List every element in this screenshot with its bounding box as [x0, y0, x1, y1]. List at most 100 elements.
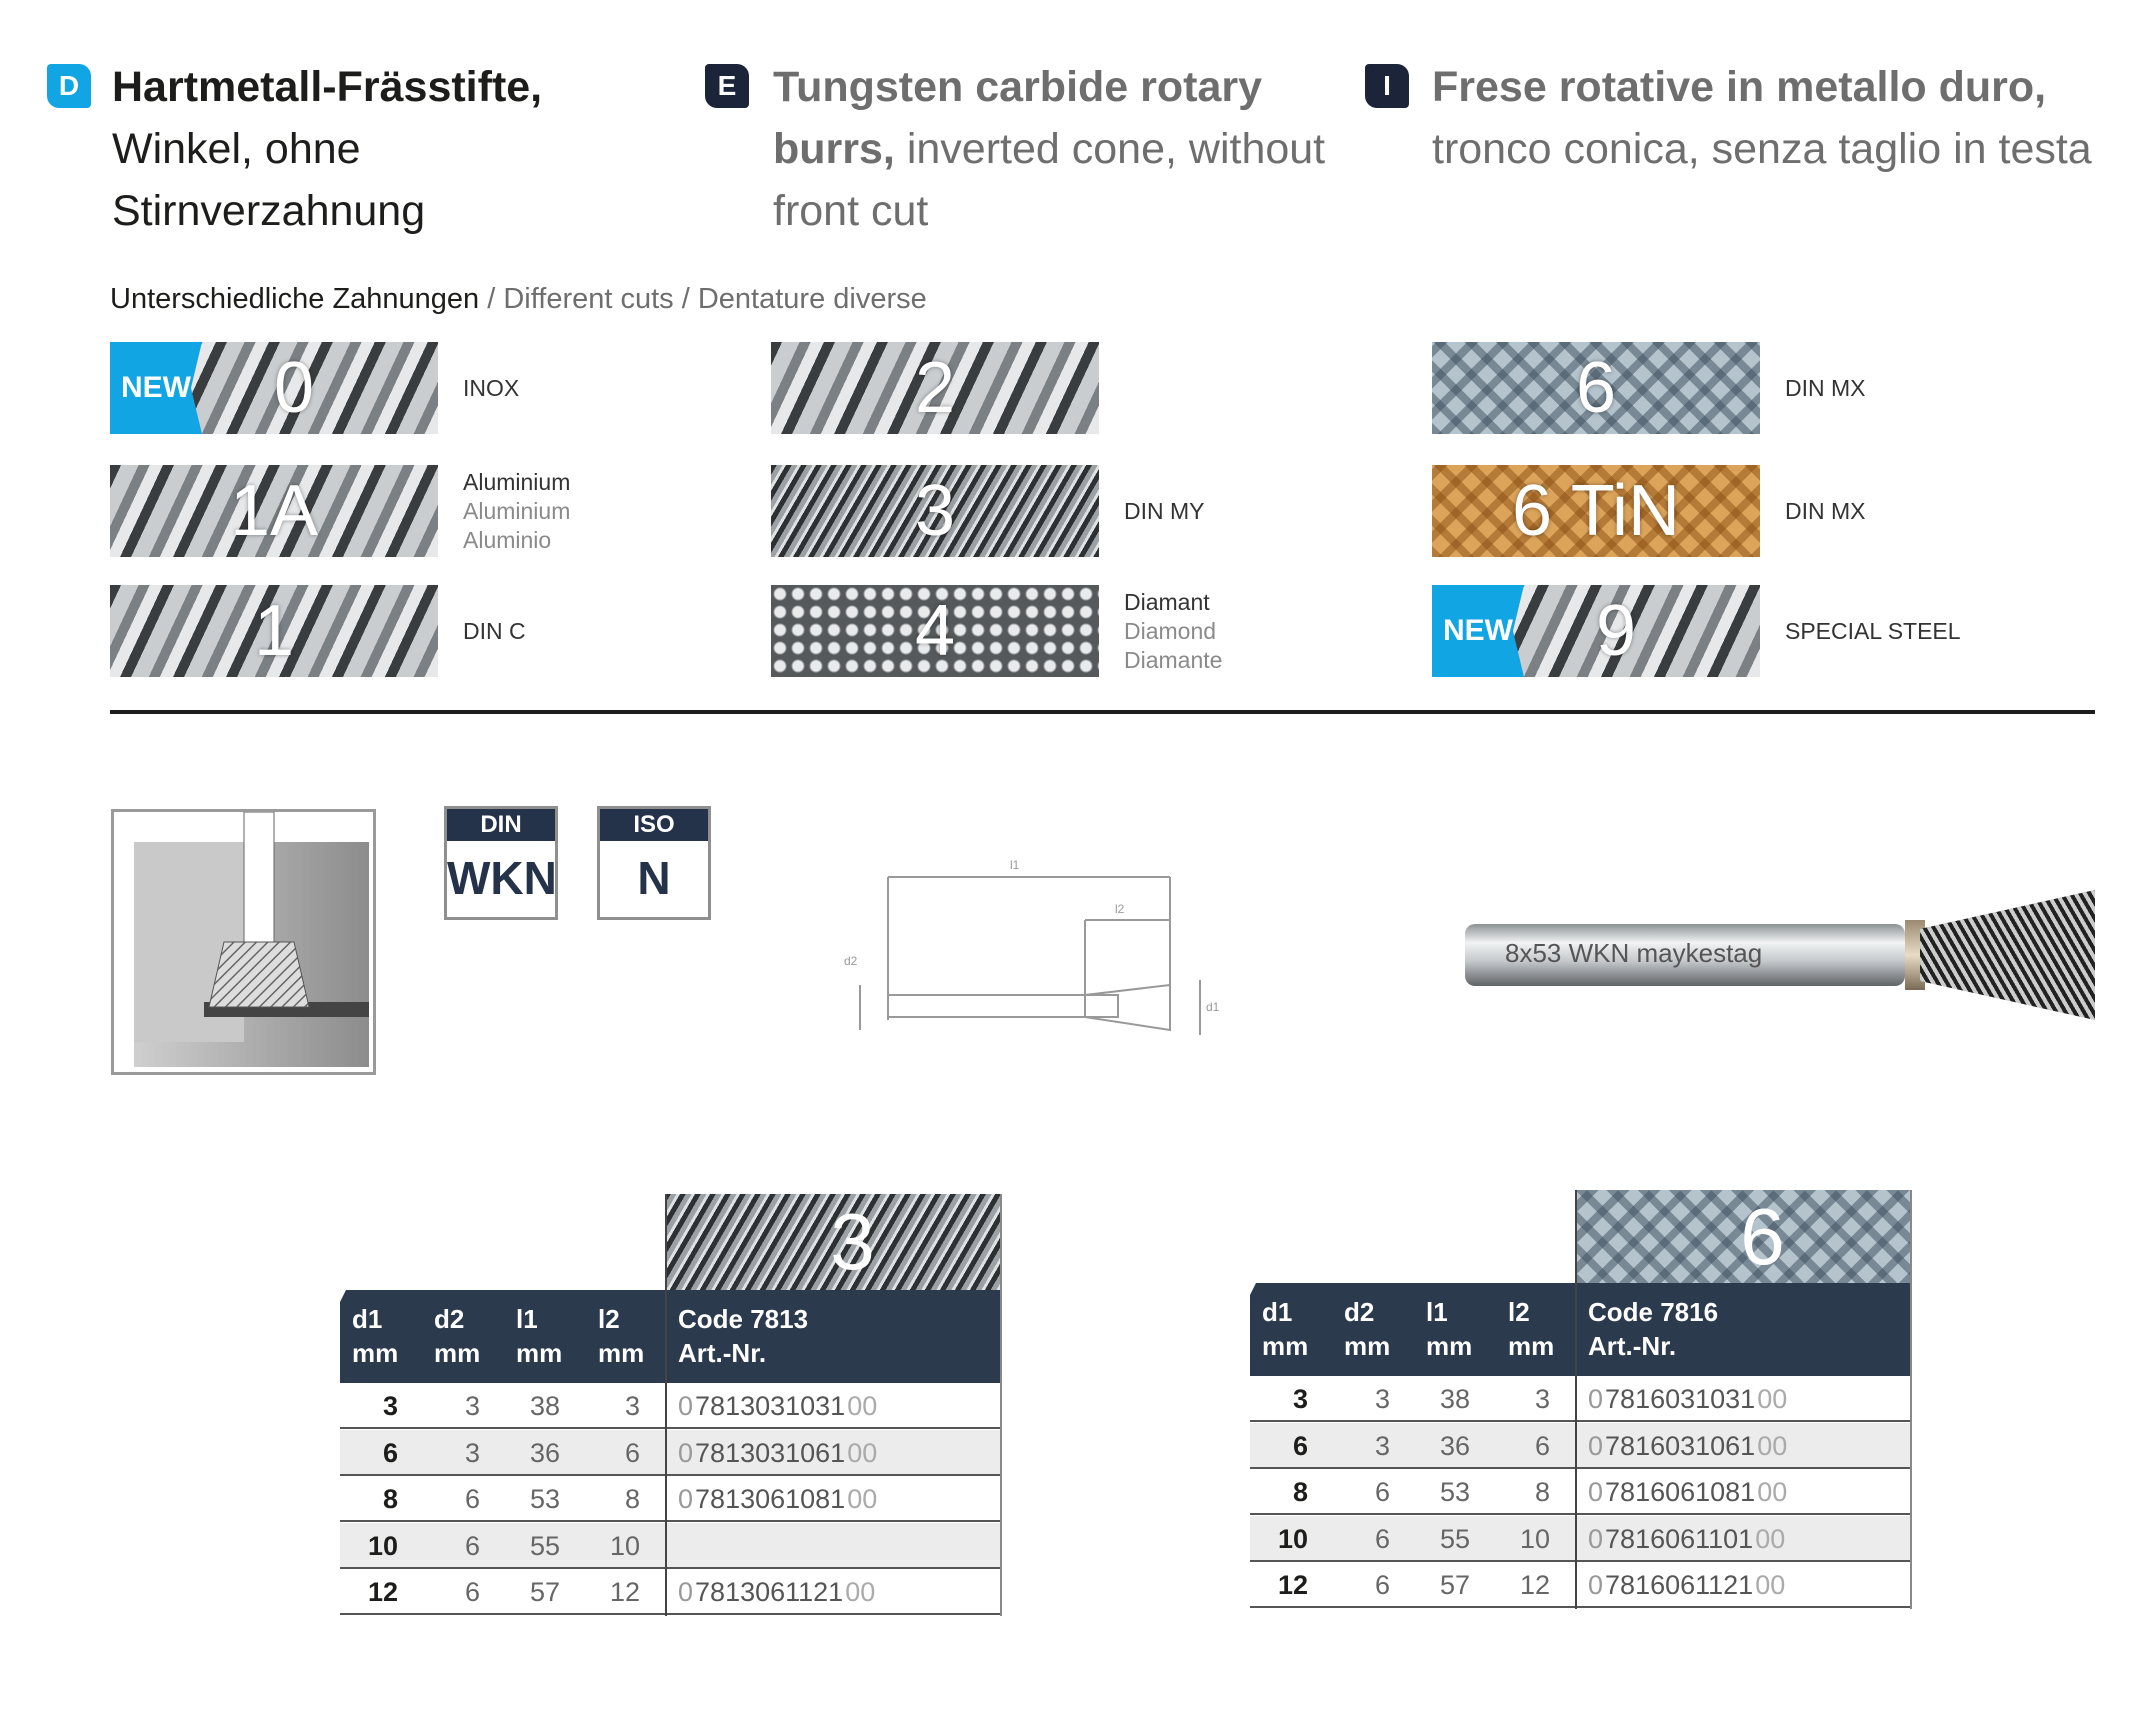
art-prefix: 0	[678, 1437, 694, 1468]
cut-label-line: DIN MX	[1785, 497, 1866, 524]
cut-label-line: INOX	[463, 374, 520, 401]
cut-label-line: Aluminium	[463, 497, 571, 524]
cell-l2: 3	[1534, 1384, 1550, 1414]
cell-l2: 3	[624, 1391, 640, 1421]
cell-l1: 55	[529, 1530, 560, 1561]
cell-l1: 36	[1439, 1430, 1470, 1461]
cell-d1: 8	[1292, 1477, 1308, 1507]
art-suffix: 00	[1757, 1477, 1788, 1507]
column-name: l2	[1508, 1297, 1530, 1327]
art-number: 7813061081	[695, 1484, 846, 1514]
cell-d1: 3	[382, 1391, 398, 1421]
cell-d2: 3	[464, 1437, 480, 1468]
art-number: 7816031061	[1605, 1430, 1756, 1461]
column-unit: mm	[516, 1338, 563, 1368]
cell-d1: 12	[1277, 1570, 1308, 1600]
heading-de: Hartmetall-Frässtifte,Winkel, ohne Stirn…	[112, 56, 722, 242]
cell-d2: 6	[464, 1577, 480, 1607]
dim-l2: l2	[1115, 902, 1125, 916]
column-name: d2	[434, 1304, 465, 1334]
column-header: l1 mm	[1426, 1295, 1472, 1363]
cell-d1: 3	[1292, 1384, 1308, 1414]
table-edge	[1000, 1194, 1002, 1616]
column-name: l2	[598, 1304, 620, 1334]
heading-it: Frese rotative in metallo duro, tronco c…	[1432, 56, 2112, 180]
column-name: l1	[516, 1304, 538, 1334]
cell-l2: 12	[609, 1577, 640, 1607]
cuts-title-de: Unterschiedliche Zahnungen	[110, 283, 480, 315]
cell-d2: 6	[1374, 1477, 1390, 1507]
heading-en-rest: inverted cone, without front cut	[773, 125, 1326, 235]
din-value: WKN	[447, 852, 557, 904]
cell-art-nr: 0781606112100	[1588, 1562, 1785, 1608]
cell-l2: 8	[1534, 1477, 1550, 1507]
column-name: l1	[1426, 1297, 1448, 1327]
cell-art-nr: 0781306108100	[678, 1476, 877, 1522]
din-label: DIN	[447, 809, 555, 841]
column-unit: mm	[598, 1338, 645, 1368]
cell-l1: 53	[529, 1484, 560, 1514]
art-prefix: 0	[678, 1577, 694, 1607]
cell-d2: 3	[1374, 1384, 1390, 1414]
column-unit: mm	[1426, 1331, 1473, 1361]
language-badge-it: I	[1365, 64, 1409, 108]
din-standard-badge: DIN WKN	[444, 806, 558, 920]
cell-l1: 57	[1439, 1570, 1470, 1600]
column-header: l1 mm	[516, 1302, 562, 1370]
cell-d2: 3	[464, 1391, 480, 1421]
cut-code: 0	[273, 348, 315, 428]
cut-code: 1	[253, 591, 295, 671]
dim-d2: d2	[844, 954, 858, 968]
column-name: d2	[1344, 1297, 1375, 1327]
cut-swatch-5: 4	[771, 585, 1099, 677]
art-prefix: 0	[1588, 1430, 1604, 1461]
table-edge	[1910, 1190, 1912, 1609]
cut-label-line: Diamant	[1124, 588, 1210, 615]
cut-label-line: DIN C	[463, 617, 526, 644]
cell-art-nr: 0781306112100	[678, 1569, 875, 1615]
cell-d1: 10	[367, 1530, 398, 1561]
cell-d2: 6	[1374, 1570, 1390, 1600]
table-cut-image: 3	[665, 1194, 1000, 1290]
heading-en-bold: Tungsten carbide rotary burrs,	[773, 63, 1263, 173]
art-suffix: 00	[845, 1577, 876, 1607]
table-cut-code: 3	[830, 1197, 875, 1286]
cut-swatch-7: 6 TiN	[1432, 465, 1760, 557]
cell-l1: 36	[529, 1437, 560, 1468]
cut-label-line: Aluminium	[463, 468, 571, 495]
cell-d1: 12	[367, 1577, 398, 1607]
cut-label-line: Diamond	[1124, 617, 1217, 644]
dim-d1: d1	[1206, 1000, 1220, 1014]
cut-label-line: Aluminio	[463, 526, 552, 553]
code-label: Code 7816	[1588, 1297, 1719, 1327]
cut-label: DIN MX	[1785, 497, 1866, 526]
column-unit: mm	[1262, 1331, 1309, 1361]
cell-d2: 6	[464, 1530, 480, 1561]
heading-de-rest: Winkel, ohne Stirnverzahnung	[112, 125, 426, 235]
column-unit: mm	[352, 1338, 399, 1368]
art-prefix: 0	[1588, 1477, 1604, 1507]
cell-d1: 10	[1277, 1523, 1308, 1554]
cell-d2: 3	[1374, 1430, 1390, 1461]
cell-d1: 8	[382, 1484, 398, 1514]
cut-label: INOX	[463, 374, 519, 403]
art-nr-label: Art.-Nr.	[678, 1338, 767, 1368]
divider	[110, 710, 2095, 714]
art-number: 7816061121	[1605, 1570, 1754, 1600]
art-number: 7813061121	[695, 1577, 844, 1607]
art-number: 7813031031	[695, 1391, 846, 1421]
